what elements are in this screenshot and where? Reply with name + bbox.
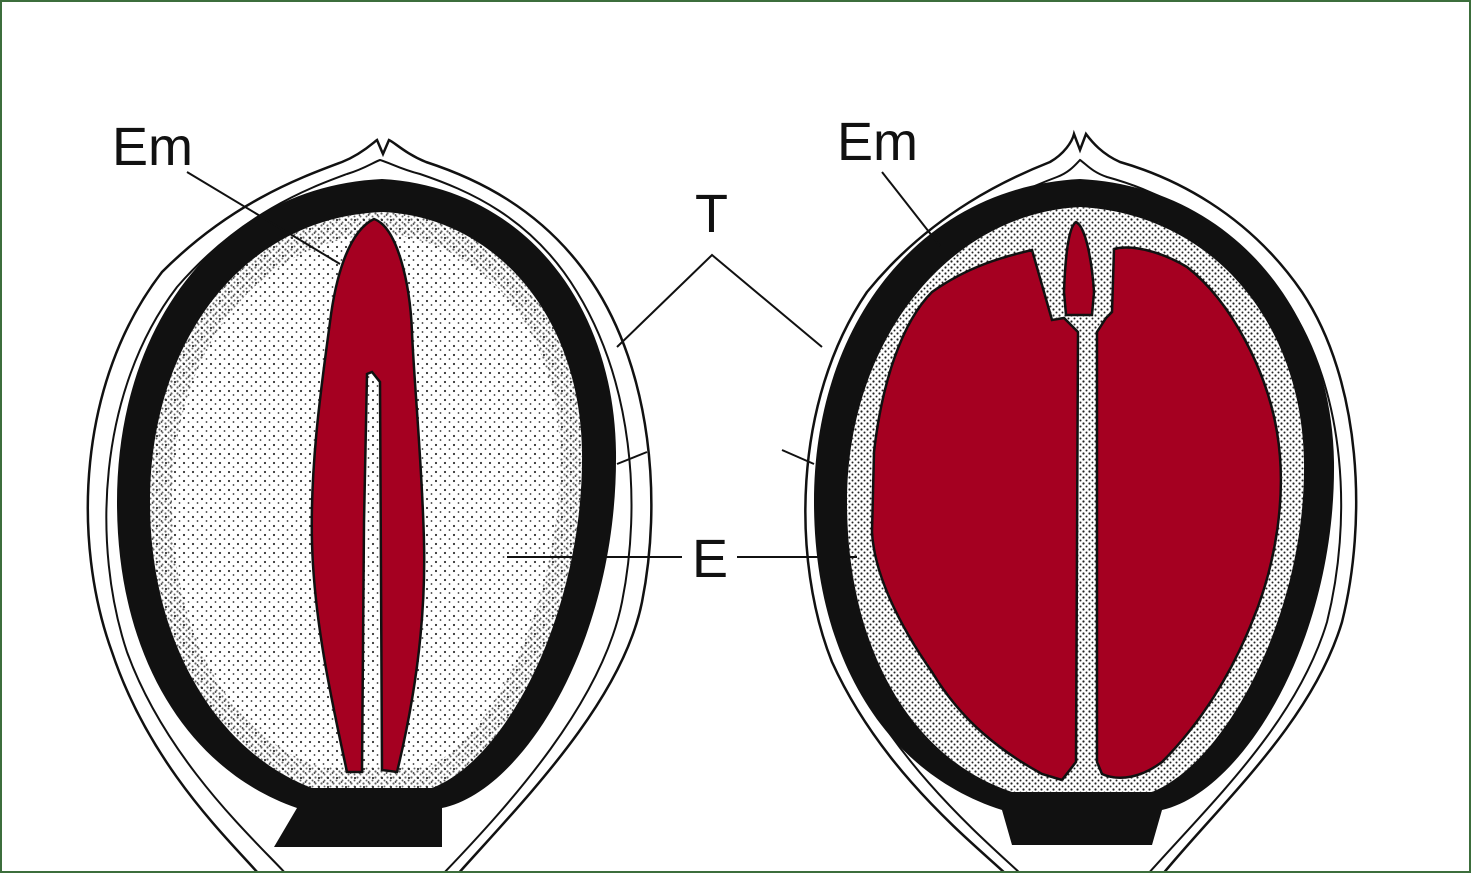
em-right-leader [882, 172, 940, 246]
coat-tick-left [617, 452, 647, 464]
label-endosperm: E [692, 529, 728, 589]
label-embryo-right: Em [837, 112, 918, 172]
testa-leader [617, 255, 822, 347]
label-testa: T [695, 184, 728, 244]
label-embryo-left: Em [112, 117, 193, 177]
left-seed [88, 140, 652, 873]
right-seed [805, 134, 1356, 873]
